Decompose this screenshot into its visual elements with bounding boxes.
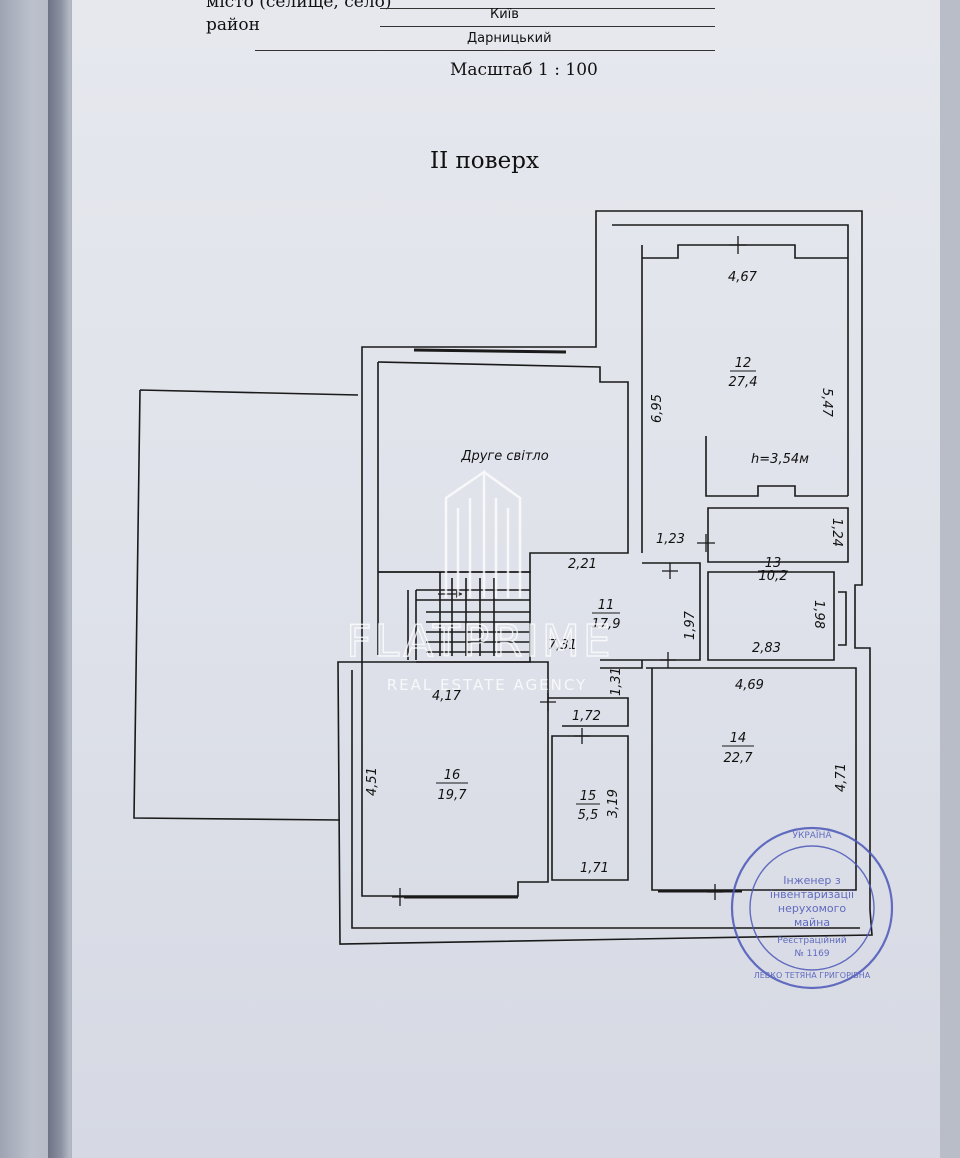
stamp-line-3: нерухомого <box>778 902 846 915</box>
district-underline <box>255 50 715 51</box>
dimension-ticks <box>392 236 747 906</box>
dim-2-83: 2,83 <box>752 641 781 656</box>
dim-1-98: 1,98 <box>811 600 826 629</box>
watermark-brand: FLATPRIME <box>346 616 613 667</box>
stamp-outer-ring <box>730 826 894 990</box>
dim-2-21: 2,21 <box>568 557 597 572</box>
dim-1-72: 1,72 <box>572 709 601 724</box>
stamp-line-1: Інженер з <box>783 874 841 887</box>
dim-1-24: 1,24 <box>829 518 844 547</box>
city-value: Київ <box>490 7 519 22</box>
watermark-tagline: REAL ESTATE AGENCY <box>387 676 587 694</box>
plan-walls <box>133 210 873 945</box>
stamp-line-6: № 1169 <box>794 949 829 959</box>
ceiling-height-label: h=3,54м <box>751 452 809 467</box>
watermark-building-icon <box>444 469 522 598</box>
dim-1-71: 1,71 <box>580 861 609 876</box>
dim-4-17: 4,17 <box>432 689 462 704</box>
stamp-ring-top: УКРАЇНА <box>792 830 832 841</box>
city-label: місто (селище, село) <box>206 0 392 12</box>
room-13-area: 10,2 <box>759 569 788 584</box>
district-label: район <box>206 15 260 35</box>
room-13-number: 13 <box>765 556 782 571</box>
dim-4-71: 4,71 <box>834 763 849 792</box>
room-15-number: 15 <box>580 789 597 804</box>
room-12-area: 27,4 <box>729 375 758 390</box>
sheet-right-edge <box>940 0 960 1158</box>
dim-6-95: 6,95 <box>650 394 665 423</box>
second-light-label: Друге світло <box>460 449 548 464</box>
stamp-line-4: майна <box>794 916 830 929</box>
city-underline <box>380 8 715 9</box>
flatprime-watermark: FLATPRIME REAL ESTATE AGENCY <box>346 469 613 694</box>
stamp-inner-ring <box>749 845 875 971</box>
room-11-number: 11 <box>598 598 615 613</box>
room-14-number: 14 <box>730 731 747 746</box>
district-value: Дарницький <box>467 31 552 46</box>
room-15-area: 5,5 <box>578 808 599 823</box>
city-line-end <box>380 26 715 27</box>
stamp-line-5: Реєстраційний <box>777 936 847 946</box>
engineer-stamp: УКРАЇНА Інженер з інвентаризації нерухом… <box>730 826 894 990</box>
room-11-area: 17,9 <box>592 617 621 632</box>
dim-4-67: 4,67 <box>728 270 758 285</box>
room-16-area: 19,7 <box>438 788 468 803</box>
floor-title: II поверх <box>430 148 539 174</box>
dim-1-23: 1,23 <box>656 532 685 547</box>
dim-1-31: 1,31 <box>609 667 624 696</box>
dim-5-47: 5,47 <box>819 388 834 418</box>
dim-3-19: 3,19 <box>606 789 621 818</box>
dim-1-97: 1,97 <box>683 610 698 640</box>
stamp-ring-bottom: ЛЕВКО ТЕТЯНА ГРИГОРІВНА <box>754 971 871 980</box>
dim-4-51: 4,51 <box>365 767 380 796</box>
room-12-number: 12 <box>735 356 752 371</box>
room-16-number: 16 <box>444 768 461 783</box>
room-14-area: 22,7 <box>724 751 754 766</box>
drawing-scale: Масштаб 1 : 100 <box>450 60 598 80</box>
dim-4-69: 4,69 <box>735 678 764 693</box>
stamp-line-2: інвентаризації <box>770 888 855 901</box>
book-spine <box>48 0 70 1158</box>
dim-7-31: 7,31 <box>548 638 577 653</box>
